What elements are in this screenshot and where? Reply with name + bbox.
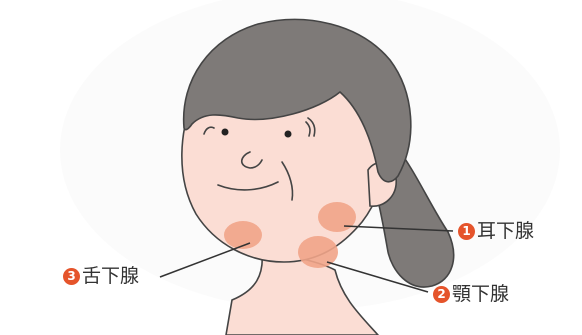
parotid-gland-label: 1 耳下腺 (458, 220, 534, 242)
parotid-gland (318, 202, 356, 232)
submandibular-gland-text: 顎下腺 (452, 283, 509, 305)
sublingual-gland (224, 221, 262, 249)
number-badge-2: 2 (433, 286, 450, 303)
number-badge-3: 3 (63, 268, 80, 285)
left-eye (222, 129, 229, 136)
number-badge-1: 1 (458, 223, 475, 240)
sublingual-gland-label: 3 舌下腺 (63, 265, 139, 287)
submandibular-gland-label: 2 顎下腺 (433, 283, 509, 305)
parotid-gland-text: 耳下腺 (477, 220, 534, 242)
sublingual-gland-text: 舌下腺 (82, 265, 139, 287)
right-eye (285, 131, 292, 138)
